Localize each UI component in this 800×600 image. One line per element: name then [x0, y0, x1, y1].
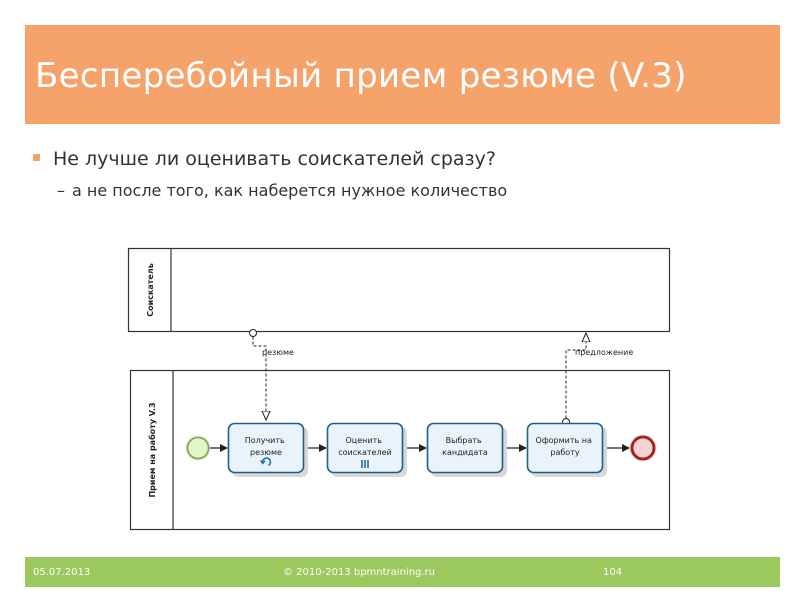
start-event — [185, 435, 211, 461]
pool-applicant: Соискатель — [127, 247, 671, 333]
task-label-line1: Оформить на — [536, 436, 592, 445]
message-resume-label: резюме — [262, 348, 294, 357]
parallel-multi-instance-icon — [361, 460, 369, 468]
end-event — [629, 434, 657, 462]
task-label-line1: Выбрать — [446, 436, 482, 445]
svg-text:Получить резюме: Получить резюме — [245, 436, 288, 457]
slide-title: Бесперебойный прием резюме (V.3) — [35, 56, 687, 96]
sub-bullet-item: –а не после того, как наберется нужное к… — [57, 181, 507, 200]
message-offer-label: предложение — [575, 348, 633, 357]
bullet-marker — [33, 154, 40, 161]
task-evaluate-applicants: Оценить соискателей — [326, 422, 407, 477]
task-label-line1: Оценить — [345, 436, 382, 445]
sub-bullet-text: а не после того, как наберется нужное ко… — [72, 181, 508, 200]
footer-page-number: 104 — [603, 567, 623, 578]
message-flow-resume: резюме — [249, 329, 294, 421]
svg-text:Выбрать кандидата: Выбрать кандидата — [442, 436, 488, 457]
pool-hiring-label: Прием на работу V.3 — [147, 402, 157, 497]
task-label-line2: соискателей — [338, 448, 391, 457]
footer-bar: 05.07.2013 © 2010-2013 bpmntraining.ru 1… — [25, 557, 780, 587]
bullet-text: Не лучше ли оценивать соискателей сразу? — [53, 148, 496, 170]
task-label-line2: кандидата — [442, 448, 488, 457]
svg-text:Оценить соискателей: Оценить соискателей — [338, 436, 391, 457]
loop-marker-icon — [259, 457, 272, 467]
footer-copyright: © 2010-2013 bpmntraining.ru — [283, 567, 436, 578]
pool-applicant-label: Соискатель — [146, 263, 155, 317]
task-hire: Оформить на работу — [526, 422, 607, 477]
task-select-candidate: Выбрать кандидата — [426, 422, 507, 477]
task-label-line2: резюме — [250, 448, 282, 457]
task-label-line1: Получить — [245, 436, 285, 445]
sub-bullet-marker: – — [57, 181, 65, 200]
title-bar: Бесперебойный прием резюме (V.3) — [25, 25, 780, 124]
task-label-line2: работу — [550, 448, 579, 457]
bullet-item: Не лучше ли оценивать соискателей сразу? — [33, 148, 496, 170]
footer-date: 05.07.2013 — [33, 567, 91, 578]
task-receive-resume: Получить резюме — [227, 422, 308, 477]
svg-text:Оформить на работу: Оформить на работу — [536, 436, 595, 457]
